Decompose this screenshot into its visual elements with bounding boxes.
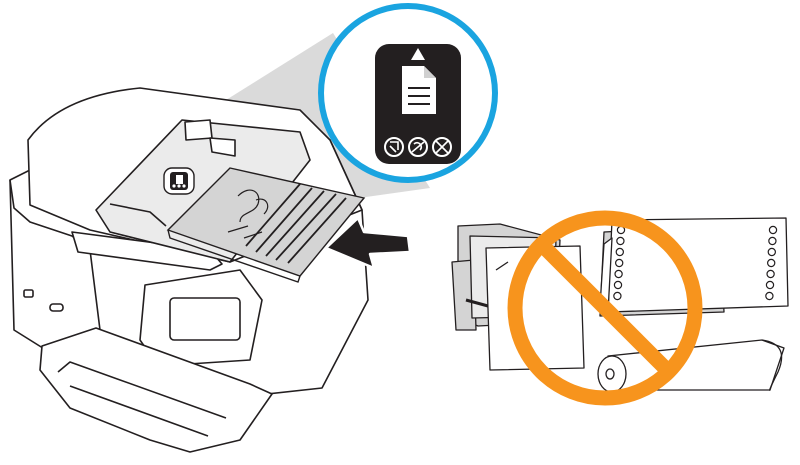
sprocket-hole xyxy=(766,269,775,279)
adf-icon-badge xyxy=(163,167,195,195)
usb-port xyxy=(23,289,34,298)
document-sheet-edge xyxy=(167,229,301,283)
adf-front-rail xyxy=(109,203,167,227)
sprocket-hole xyxy=(614,269,623,279)
power-button xyxy=(49,303,64,312)
printer-body-edge xyxy=(9,179,101,331)
sprocket-hole xyxy=(767,247,777,257)
sprocket-hole xyxy=(616,236,625,246)
document-illustration xyxy=(227,189,269,239)
sprocket-hole xyxy=(767,258,776,268)
sprocket-hole xyxy=(768,225,778,235)
insertion-arrow-icon xyxy=(324,216,412,270)
sprocket-holes xyxy=(613,225,778,301)
sprocket-hole xyxy=(613,291,622,301)
output-tray-lip xyxy=(57,361,227,419)
no-clips-icon xyxy=(408,137,428,157)
output-tray xyxy=(39,327,273,453)
sprocket-hole xyxy=(768,236,777,246)
sprocket-hole xyxy=(765,280,775,290)
sprocket-hole xyxy=(615,247,625,257)
sprocket-hole xyxy=(765,291,774,301)
document-text-lines xyxy=(245,183,347,264)
output-tray-inner xyxy=(69,385,209,437)
continuous-form-paper xyxy=(599,217,789,313)
document-stack xyxy=(166,167,366,283)
sprocket-hole xyxy=(613,280,623,290)
prohibition-sign-icon xyxy=(507,210,703,406)
load-direction-icon xyxy=(411,48,425,60)
control-panel-screen xyxy=(169,297,241,341)
no-scissors-icon xyxy=(432,137,452,157)
sprocket-hole xyxy=(615,258,624,268)
no-staples-icon xyxy=(384,137,404,157)
adf-input-tray-stopper xyxy=(184,119,213,141)
adf-icon-callout xyxy=(318,3,498,183)
adf-paper-guide xyxy=(209,137,236,157)
